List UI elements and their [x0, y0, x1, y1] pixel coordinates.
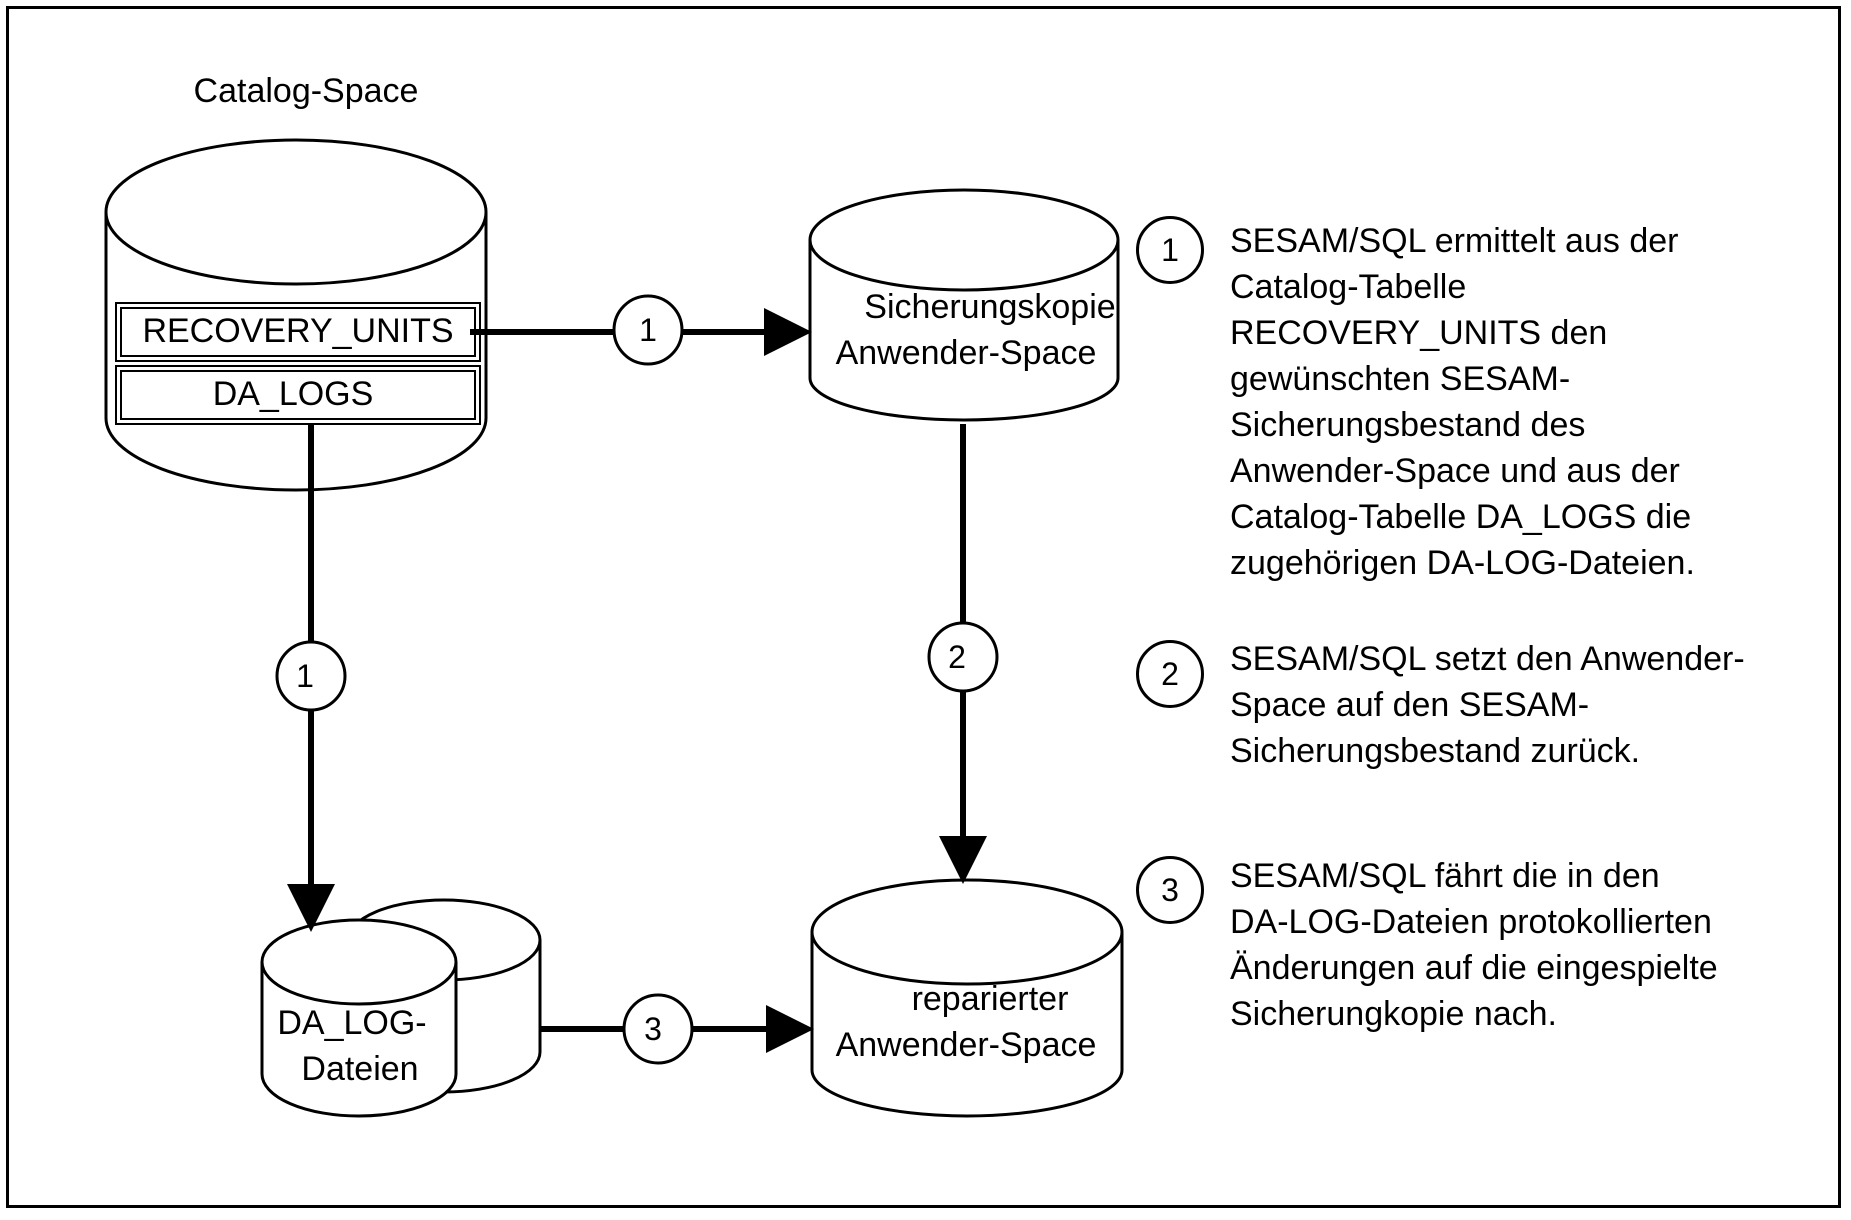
repaired-space-cylinder: reparierter Anwender-Space [810, 878, 1124, 1118]
recovery-units-label: RECOVERY_UNITS [142, 312, 453, 350]
repaired-space-label-line2: Anwender-Space [836, 1026, 1097, 1064]
legend-badge-1-number: 1 [1161, 231, 1179, 268]
badge-3-text: 3 [644, 1011, 662, 1047]
recovery-units-table: RECOVERY_UNITS [115, 302, 481, 362]
repaired-space-label-line1: reparierter [912, 980, 1069, 1018]
legend-text-2: SESAM/SQL setzt den Anwender- Space auf … [1230, 640, 1745, 770]
da-logs-table: DA_LOGS [115, 365, 481, 425]
legend-badge-2-number: 2 [1161, 655, 1179, 692]
da-logs-label: DA_LOGS [213, 375, 374, 413]
backup-copy-label-line2: Anwender-Space [836, 334, 1097, 372]
legend-text-3: SESAM/SQL fährt die in den DA-LOG-Dateie… [1230, 857, 1718, 1033]
backup-copy-label-line1: Sicherungskopie [864, 288, 1115, 326]
badge-1-horizontal-text: 1 [639, 312, 657, 348]
legend-badge-3-number: 3 [1161, 871, 1179, 908]
badge-arrow-1-horizontal: 1 [612, 294, 684, 366]
legend-badge-2: 2 [1136, 640, 1204, 708]
badge-2-text: 2 [948, 639, 966, 675]
da-log-files-label-line1: DA_LOG- [277, 1004, 426, 1042]
figure-frame [6, 6, 1841, 1208]
badge-arrow-3: 3 [622, 993, 694, 1065]
legend-badge-3: 3 [1136, 856, 1204, 924]
da-log-files-label-line2: Dateien [301, 1050, 418, 1088]
legend-text-1: SESAM/SQL ermittelt aus der Catalog-Tabe… [1230, 222, 1695, 582]
catalog-space-title: Catalog-Space [194, 72, 419, 110]
badge-arrow-2: 2 [927, 621, 999, 693]
badge-1-vertical-text: 1 [296, 658, 314, 694]
legend-badge-1: 1 [1136, 216, 1204, 284]
badge-arrow-1-vertical: 1 [275, 640, 347, 712]
da-log-files-cylinders: DA_LOG- Dateien [260, 898, 542, 1118]
backup-copy-cylinder: Sicherungskopie Anwender-Space [808, 188, 1120, 422]
